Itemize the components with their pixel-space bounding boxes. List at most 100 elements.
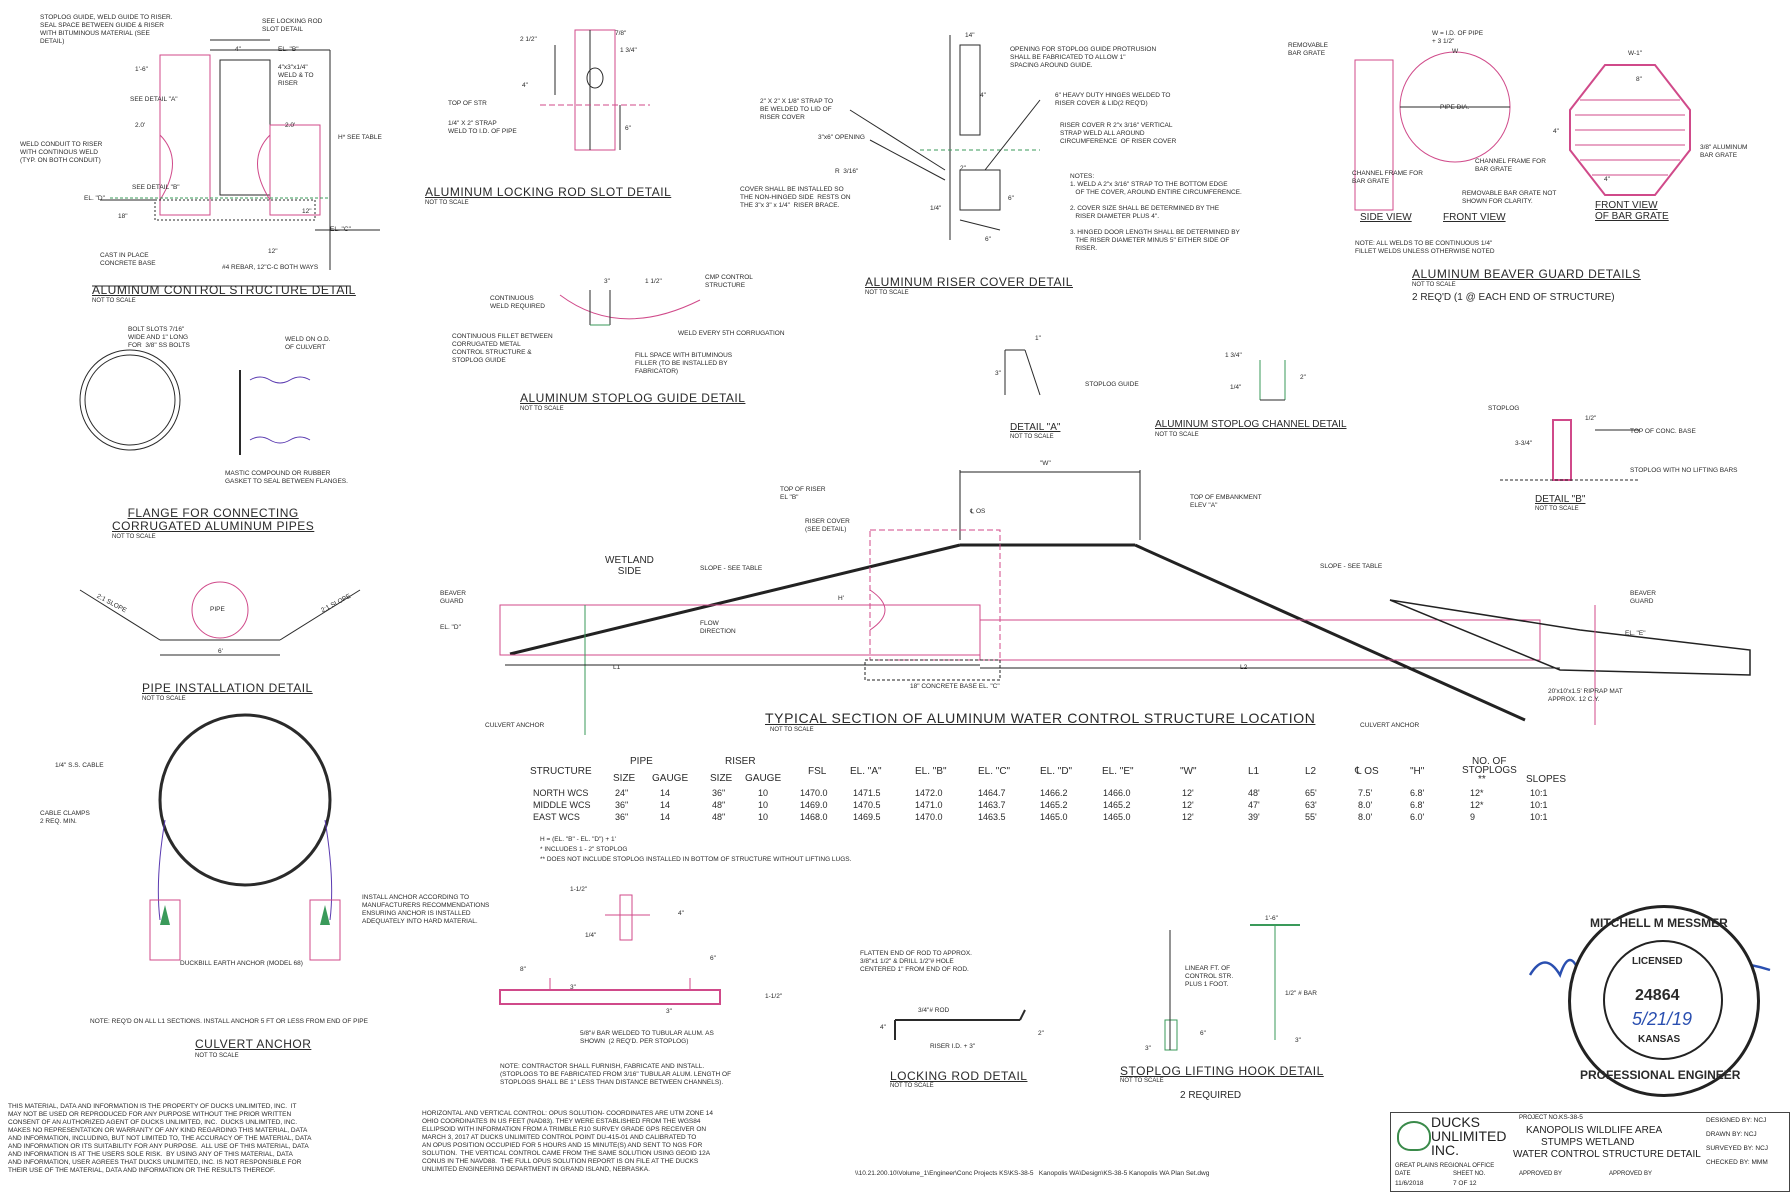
cs-rebar: #4 REBAR, 12"C-C BOTH WAYS <box>222 264 319 271</box>
file-path: \\10.21.200.10\Volume_1\Engineer\Conc Pr… <box>855 1170 1210 1177</box>
da-d1: 1" <box>1035 335 1041 342</box>
sec-top-riser: TOP OF RISER EL "B" <box>780 486 826 501</box>
rc-d6: 6" <box>1008 195 1014 202</box>
lrs-d4: 4" <box>522 82 528 89</box>
sec-anchor-l: CULVERT ANCHOR <box>485 722 545 729</box>
ca-title: CULVERT ANCHOR <box>195 1037 312 1051</box>
sec-beaver-l: BEAVER GUARD <box>440 590 466 605</box>
lr-riser: RISER I.D. + 3" <box>930 1043 976 1050</box>
table-col-slopes: SLOPES <box>1526 774 1567 785</box>
table-col-el-b: EL. "B" <box>915 766 947 777</box>
cell: 10 <box>758 800 769 810</box>
cell: NORTH WCS <box>533 788 589 798</box>
sec-slope-l: SLOPE - SEE TABLE <box>700 565 763 572</box>
bg-side: SIDE VIEW <box>1360 212 1412 223</box>
table-col-el-e: EL. "E" <box>1102 766 1134 777</box>
table-row: NORTH WCS 24" 14 36" 10 1470.0 1471.5 14… <box>530 788 1560 800</box>
stoplog-guide-drawing <box>559 290 701 326</box>
bg-channel1: CHANNEL FRAME FOR BAR GRATE <box>1352 170 1423 185</box>
lr-rod: 3/4"# ROD <box>918 1007 950 1014</box>
table-col-cl-os: ℄ OS <box>1355 766 1379 777</box>
cell: 10:1 <box>1530 800 1548 810</box>
rc-notes: NOTES: 1. WELD A 2"x 3/16" STRAP TO THE … <box>1070 173 1242 252</box>
da-title: DETAIL "A" <box>1010 422 1061 433</box>
sg-title: ALUMINUM STOPLOG GUIDE DETAIL <box>520 391 746 405</box>
table-col-pipe-size: SIZE <box>613 773 636 784</box>
cell: 1465.0 <box>1103 812 1131 822</box>
logo-ducks: DUCKS <box>1431 1114 1481 1130</box>
table-col-h: "H" <box>1410 766 1425 777</box>
hk-scale: NOT TO SCALE <box>1120 1078 1164 1084</box>
cs-see-b: SEE DETAIL "B" <box>132 184 180 191</box>
project-no: KS-38-5 <box>1559 1114 1583 1121</box>
cell: 1465.0 <box>1040 812 1068 822</box>
cell: 63' <box>1305 800 1317 810</box>
cell: 1470.0 <box>800 788 828 798</box>
cell: 12' <box>1182 788 1194 798</box>
cs-dim-12a: 12" <box>302 208 312 215</box>
lrs-d3: 1 3/4" <box>620 47 637 54</box>
bg-req: 2 REQ'D (1 @ EACH END OF STRUCTURE) <box>1412 292 1615 303</box>
db-nolift: STOPLOG WITH NO LIFTING BARS <box>1630 467 1738 474</box>
sl-d3a: 3" <box>570 984 576 991</box>
cell: 36" <box>712 788 726 798</box>
rc-strap: 2" X 2" X 1/8" STRAP TO BE WELDED TO LID… <box>760 98 834 121</box>
lrs-top: TOP OF STR <box>448 100 487 107</box>
da-guide: STOPLOG GUIDE <box>1085 381 1139 388</box>
cs-dim-2-0b: 2.0' <box>285 122 296 129</box>
cell: 10:1 <box>1530 812 1548 822</box>
seal-date: 5/21/19 <box>1632 1009 1693 1029</box>
bg-removable: REMOVABLE BAR GRATE <box>1288 42 1328 57</box>
rc-d316: R 3/16" <box>835 168 859 175</box>
cell: 14 <box>660 812 671 822</box>
sg-cont: CONTINUOUS WELD REQUIRED <box>490 295 545 310</box>
cs-dim-1-6: 1'-6" <box>135 66 148 73</box>
sl-d112: 1-1/2" <box>570 886 588 893</box>
rc-d14: 14" <box>965 32 975 39</box>
sec-anchor-r: CULVERT ANCHOR <box>1360 722 1420 729</box>
sec-title: TYPICAL SECTION OF ALUMINUM WATER CONTRO… <box>765 710 1316 726</box>
table-col-pipe-gauge: GAUGE <box>652 773 689 784</box>
ca-note: NOTE: REQ'D ON ALL L1 SECTIONS. INSTALL … <box>90 1018 368 1025</box>
db-d334: 3-3/4" <box>1515 440 1533 447</box>
control-structure-drawing <box>100 39 380 270</box>
bg-d8: 8" <box>1636 76 1642 83</box>
rc-opening-note: OPENING FOR STOPLOG GUIDE PROTRUSION SHA… <box>1010 46 1157 69</box>
ca-clamps: CABLE CLAMPS 2 REQ. MIN. <box>40 810 90 825</box>
cell: 14 <box>660 788 671 798</box>
cell: 10 <box>758 788 769 798</box>
lrs-title: ALUMINUM LOCKING ROD SLOT DETAIL <box>425 185 672 199</box>
sec-base: 18" CONCRETE BASE EL. "C" <box>910 683 1000 690</box>
date-label: DATE <box>1395 1171 1411 1177</box>
drawn-by: DRAWN BY: NCJ <box>1706 1131 1757 1138</box>
cell: 1465.2 <box>1040 800 1068 810</box>
fl-scale: NOT TO SCALE <box>112 534 156 540</box>
hk-d3b: 3" <box>1295 1037 1301 1044</box>
ch-title: ALUMINUM STOPLOG CHANNEL DETAIL <box>1155 419 1347 430</box>
cell: 48' <box>1248 788 1260 798</box>
table-col-el-a: EL. "A" <box>850 766 882 777</box>
table-col-l1: L1 <box>1248 766 1260 777</box>
lrs-scale: NOT TO SCALE <box>425 200 469 206</box>
table-footnote-2: * INCLUDES 1 - 2" STOPLOG <box>540 846 628 853</box>
bg-w: W <box>1452 48 1459 55</box>
bg-d4b: 4" <box>1604 176 1610 183</box>
cell: 36" <box>615 812 629 822</box>
table-col-el-d: EL. "D" <box>1040 766 1073 777</box>
cell: 6.0' <box>1410 812 1425 822</box>
cell: MIDDLE WCS <box>533 800 591 810</box>
stoplog-fabrication-drawing <box>499 894 721 1005</box>
pipe-install-drawing <box>79 581 361 656</box>
cell: 10:1 <box>1530 788 1548 798</box>
sg-fillet: CONTINUOUS FILLET BETWEEN CORRUGATED MET… <box>452 333 553 364</box>
rc-d-6b: 6" <box>985 236 991 243</box>
culvert-anchor-drawing <box>149 713 341 961</box>
sg-cmp: CMP CONTROL STRUCTURE <box>705 274 753 289</box>
rc-d-half: 2" <box>960 165 966 172</box>
cell: 8.0' <box>1358 800 1373 810</box>
hk-d3a: 3" <box>1145 1045 1151 1052</box>
bg-note: NOTE: ALL WELDS TO BE CONTINUOUS 1/4" FI… <box>1355 240 1495 255</box>
designed-by: DESIGNED BY: NCJ <box>1706 1117 1767 1124</box>
db-title: DETAIL "B" <box>1535 494 1586 505</box>
cs-guide-note-4: DETAIL) <box>40 38 65 45</box>
